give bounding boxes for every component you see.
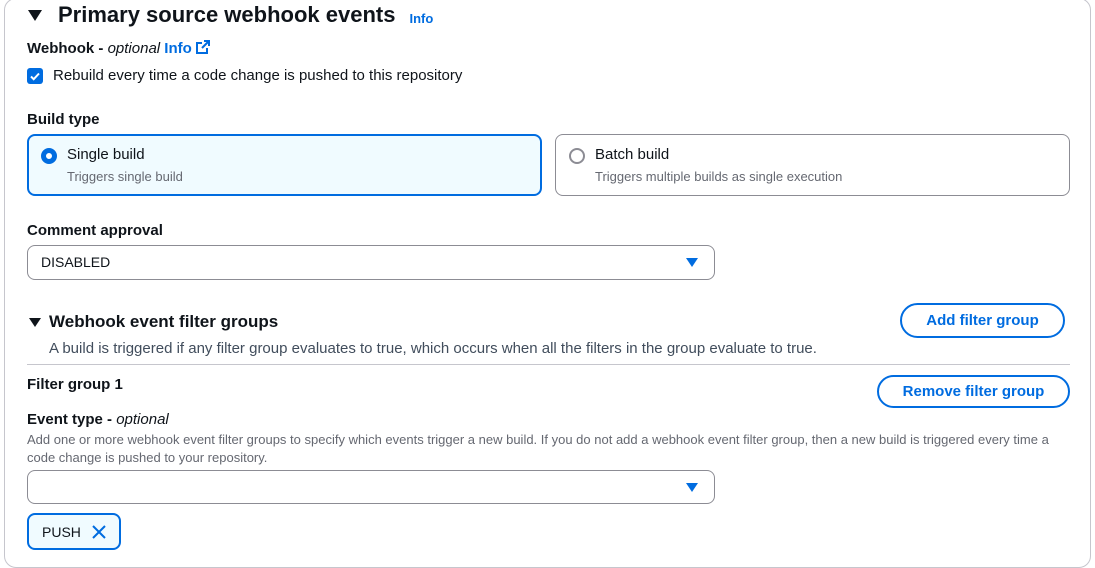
section-title: Primary source webhook events bbox=[58, 2, 396, 27]
filter-group-title: Filter group 1 bbox=[27, 376, 123, 393]
event-type-description: Add one or more webhook event filter gro… bbox=[27, 432, 1049, 465]
checkmark-icon bbox=[30, 72, 40, 81]
filter-groups-description: A build is triggered if any filter group… bbox=[49, 340, 817, 357]
comment-approval-value: DISABLED bbox=[41, 254, 111, 270]
rebuild-checkbox-label[interactable]: Rebuild every time a code change is push… bbox=[53, 67, 463, 84]
webhook-optional-label: optional bbox=[107, 40, 161, 57]
event-type-token-label: PUSH bbox=[42, 523, 81, 540]
event-type-select[interactable] bbox=[27, 470, 715, 504]
caret-down-icon[interactable] bbox=[29, 317, 41, 327]
caret-down-filled-icon[interactable] bbox=[686, 483, 698, 492]
external-link-icon[interactable] bbox=[195, 40, 210, 54]
single-build-radio[interactable] bbox=[41, 148, 57, 164]
batch-build-title: Batch build bbox=[595, 146, 670, 163]
event-type-token: PUSH bbox=[27, 513, 121, 550]
event-type-label-sep: - bbox=[102, 411, 117, 428]
webhook-label-sep: - bbox=[98, 40, 108, 57]
webhook-info-text[interactable]: Info bbox=[164, 40, 192, 57]
add-filter-group-button[interactable]: Add filter group bbox=[900, 303, 1065, 338]
section-header[interactable]: Primary source webhook events Info bbox=[28, 2, 433, 28]
batch-build-description: Triggers multiple builds as single execu… bbox=[595, 169, 843, 184]
build-type-batch-tile[interactable]: Batch build Triggers multiple builds as … bbox=[555, 134, 1070, 196]
build-type-label: Build type bbox=[27, 111, 100, 128]
comment-approval-label: Comment approval bbox=[27, 222, 163, 239]
event-type-label-text: Event type bbox=[27, 411, 103, 428]
event-type-optional-label: optional bbox=[116, 411, 169, 428]
build-type-single-tile[interactable]: Single build Triggers single build bbox=[27, 134, 542, 196]
caret-down-icon[interactable] bbox=[28, 9, 42, 21]
section-info-link[interactable]: Info bbox=[409, 10, 434, 26]
webhook-label-text: Webhook bbox=[27, 40, 95, 57]
single-build-title: Single build bbox=[67, 146, 145, 163]
single-build-description: Triggers single build bbox=[67, 169, 183, 184]
caret-down-filled-icon[interactable] bbox=[686, 258, 698, 267]
comment-approval-select[interactable]: DISABLED bbox=[27, 245, 715, 280]
event-type-label: Event type - optional bbox=[27, 411, 169, 428]
close-icon[interactable] bbox=[91, 524, 107, 540]
rebuild-checkbox-row[interactable]: Rebuild every time a code change is push… bbox=[27, 67, 462, 84]
webhook-info-link[interactable]: Info bbox=[164, 40, 210, 57]
batch-build-radio[interactable] bbox=[569, 148, 585, 164]
rebuild-checkbox[interactable] bbox=[27, 67, 43, 84]
remove-filter-group-button[interactable]: Remove filter group bbox=[877, 375, 1070, 408]
filter-groups-header[interactable]: Webhook event filter groups bbox=[29, 312, 278, 332]
webhook-label: Webhook - optional Info bbox=[27, 40, 210, 57]
filter-groups-title: Webhook event filter groups bbox=[49, 312, 279, 331]
filter-groups-divider bbox=[27, 364, 1070, 365]
